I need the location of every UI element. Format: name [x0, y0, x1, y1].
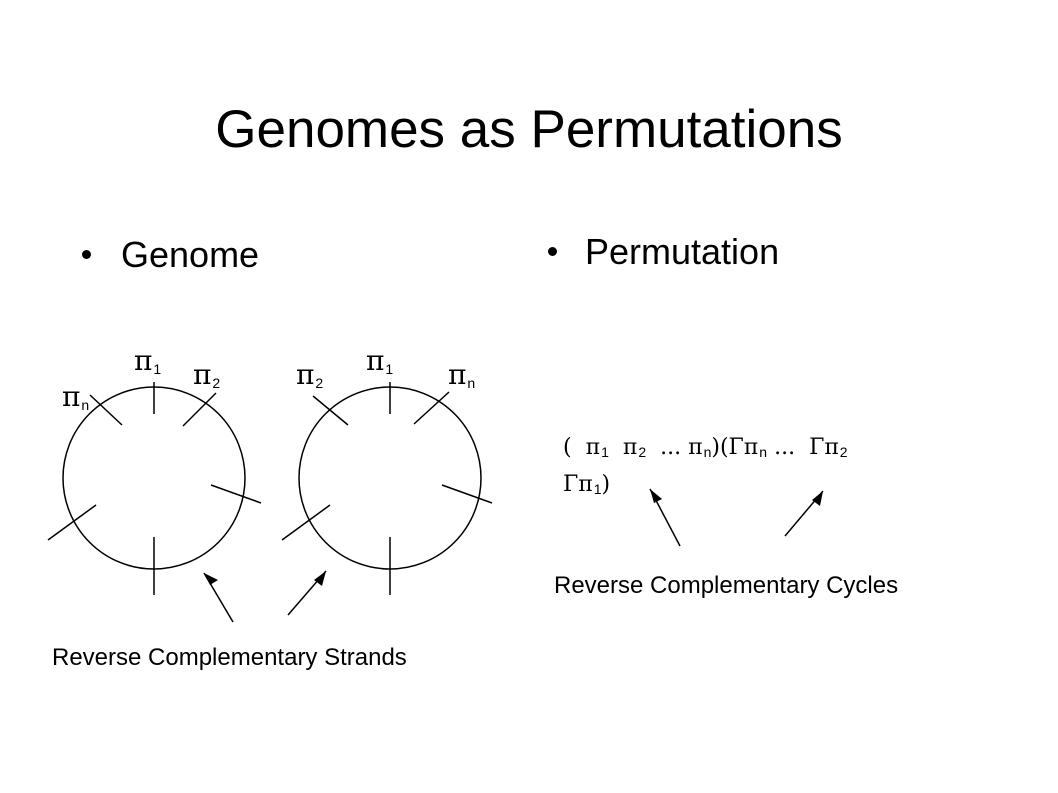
circle-1-tick-pi2	[182, 392, 217, 427]
circle-1-tick-right	[210, 484, 262, 504]
circle-2-label-pi2: π2	[296, 358, 324, 392]
circle-1-label-pi1: π1	[134, 344, 162, 378]
circle-2-tick-right	[441, 484, 493, 504]
permutation-formula-line-2: Γπ1)	[563, 472, 611, 497]
circle-1-label-pi2: π2	[193, 358, 221, 392]
circle-2-tick-left	[281, 504, 331, 541]
bullet-permutation: Permutation	[548, 232, 779, 272]
slide-title: Genomes as Permutations	[215, 100, 843, 159]
bullet-genome: Genome	[82, 235, 259, 275]
circle-2-tick-pin	[413, 391, 450, 425]
circle-1-tick-left	[47, 504, 97, 541]
bullet-dot-icon	[548, 246, 557, 256]
circle-2-label-pin: πn	[448, 358, 476, 392]
caption-strands: Reverse Complementary Strands	[52, 644, 407, 671]
circle-1-tick-pin	[89, 394, 123, 426]
permutation-formula-line-1: ( π1 π2 ... πn)(Γπn ... Γπ2	[563, 435, 848, 460]
circle-1-label-pin: πn	[62, 380, 90, 414]
bullet-permutation-label: Permutation	[585, 231, 780, 272]
arrowhead-icon	[650, 489, 662, 503]
caption-cycles: Reverse Complementary Cycles	[554, 572, 899, 599]
arrowhead-icon	[314, 571, 326, 586]
circle-2-tick-pi2	[312, 395, 349, 426]
arrowhead-icon	[812, 491, 823, 506]
bullet-dot-icon	[82, 249, 91, 259]
circle-2-label-pi1: π1	[366, 344, 394, 378]
bullet-genome-label: Genome	[121, 234, 260, 275]
arrowhead-icon	[204, 573, 218, 585]
